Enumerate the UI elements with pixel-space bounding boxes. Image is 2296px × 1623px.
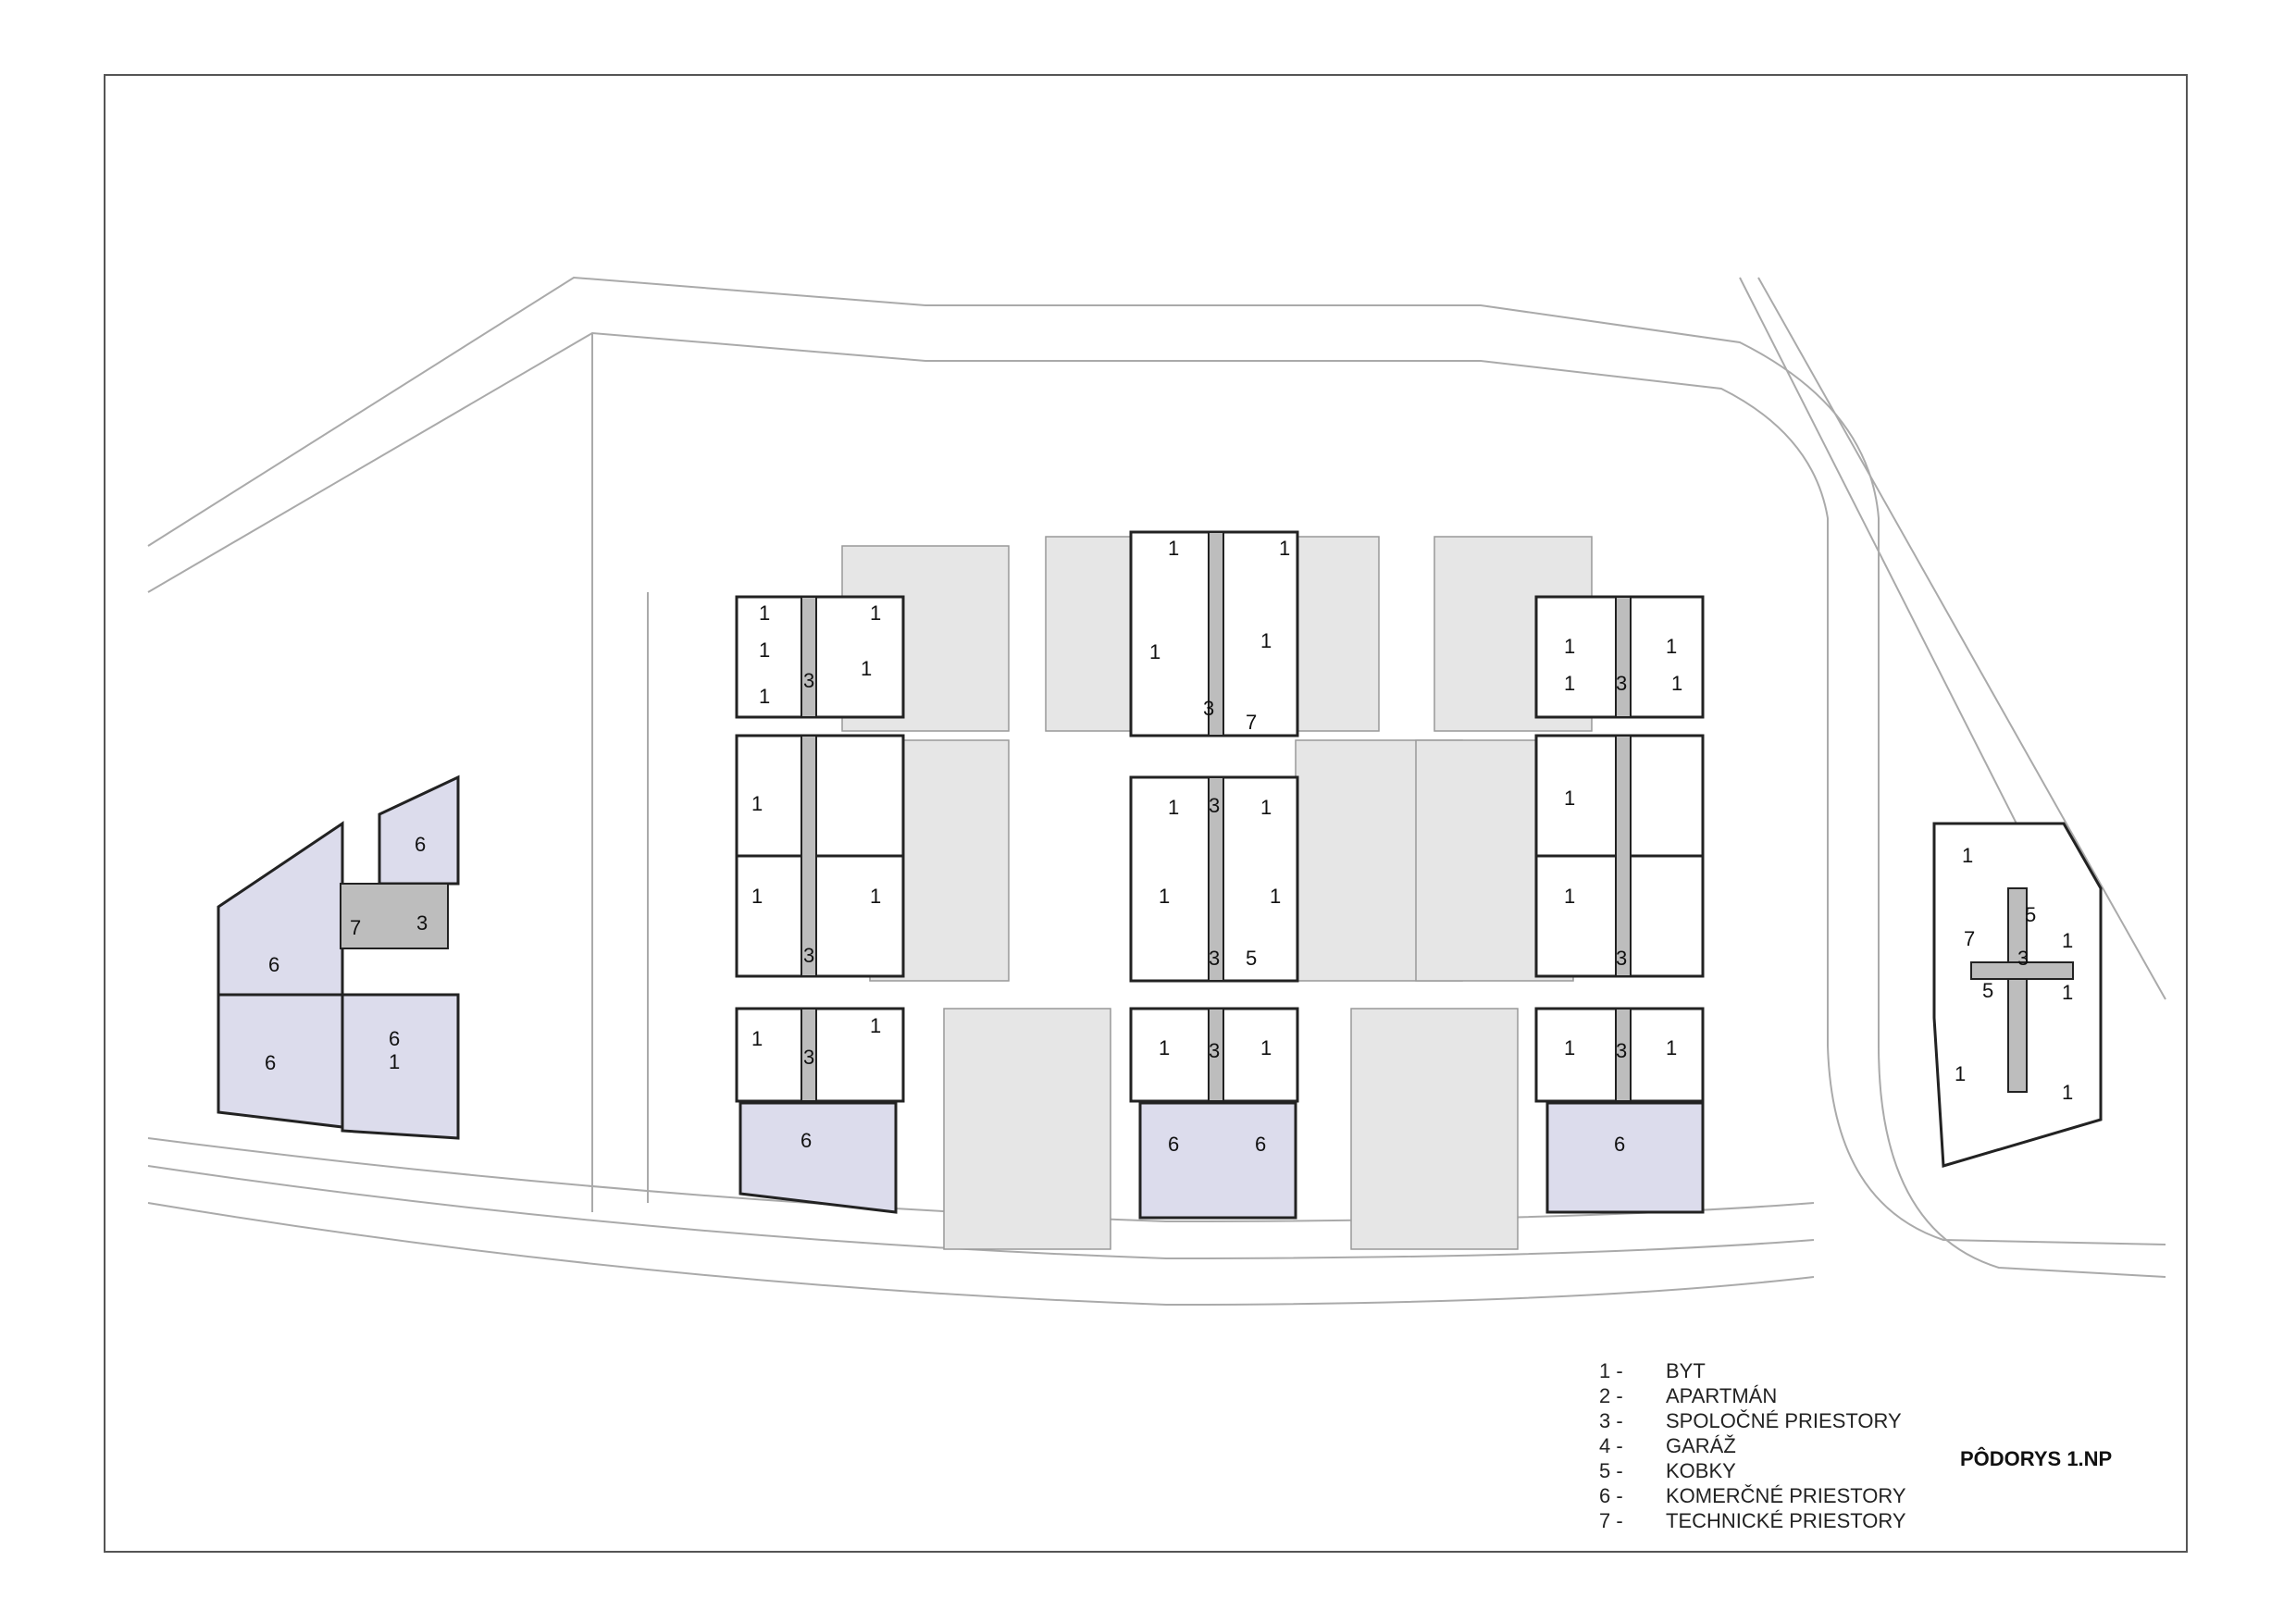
room-label-technicke: 7 xyxy=(1246,711,1257,734)
legend-label: KOMERČNÉ PRIESTORY xyxy=(1666,1484,1906,1507)
room-label-byt: 1 xyxy=(870,885,881,908)
room-label-byt: 1 xyxy=(1270,885,1281,908)
room-label-byt: 1 xyxy=(1666,1036,1677,1059)
legend-item: 4 - GARÁŽ xyxy=(1599,1433,1906,1458)
room-label-byt: 1 xyxy=(1149,640,1160,663)
legend-num: 6 - xyxy=(1599,1484,1623,1507)
room-label-byt: 1 xyxy=(1260,796,1272,819)
legend-num: 3 - xyxy=(1599,1409,1623,1432)
room-label-komercne: 6 xyxy=(800,1129,812,1152)
room-label-komercne: 6 xyxy=(1168,1133,1179,1156)
room-label-byt: 1 xyxy=(2062,1081,2073,1104)
room-label-byt: 1 xyxy=(751,1027,763,1050)
room-label-komercne: 6 xyxy=(265,1051,276,1074)
room-label-byt: 1 xyxy=(1962,844,1973,867)
room-label-spolocne: 3 xyxy=(1209,794,1220,817)
room-label-byt: 1 xyxy=(1564,787,1575,810)
room-label-byt: 1 xyxy=(870,1014,881,1037)
room-label-byt: 1 xyxy=(1279,537,1290,560)
room-label-byt: 1 xyxy=(861,657,872,680)
legend-label: APARTMÁN xyxy=(1666,1384,1778,1407)
circulation-cores xyxy=(340,531,2074,1102)
room-label-spolocne: 3 xyxy=(1616,1039,1627,1062)
room-label-byt: 1 xyxy=(1564,885,1575,908)
commercial-spaces xyxy=(217,774,1705,1220)
room-label-byt: 1 xyxy=(1260,629,1272,652)
room-label-byt: 1 xyxy=(751,885,763,908)
room-label-komercne: 6 xyxy=(415,833,426,856)
room-label-spolocne: 3 xyxy=(803,669,814,692)
room-label-byt: 1 xyxy=(1955,1062,1966,1085)
room-label-spolocne: 3 xyxy=(803,944,814,967)
room-label-komercne: 6 xyxy=(389,1027,400,1050)
room-label-komercne: 6 xyxy=(1614,1133,1625,1156)
legend-label: GARÁŽ xyxy=(1666,1434,1736,1457)
room-label-komercne: 6 xyxy=(268,953,279,976)
room-label-byt: 1 xyxy=(1168,796,1179,819)
room-label-kobky: 5 xyxy=(1246,947,1257,970)
room-label-byt: 1 xyxy=(759,601,770,625)
room-label-byt: 1 xyxy=(1564,672,1575,695)
room-label-byt: 1 xyxy=(759,685,770,708)
legend-item: 3 - SPOLOČNÉ PRIESTORY xyxy=(1599,1408,1906,1433)
room-label-spolocne: 3 xyxy=(1209,947,1220,970)
legend-label: KOBKY xyxy=(1666,1459,1736,1482)
room-label-byt: 1 xyxy=(1168,537,1179,560)
legend-item: 1 - BYT xyxy=(1599,1358,1906,1383)
legend-num: 4 - xyxy=(1599,1434,1623,1457)
legend-item: 6 - KOMERČNÉ PRIESTORY xyxy=(1599,1483,1906,1508)
legend: 1 - BYT 2 - APARTMÁN 3 - SPOLOČNÉ PRIESTORY… xyxy=(1599,1358,1906,1533)
room-label-byt: 1 xyxy=(751,792,763,815)
room-label-spolocne: 3 xyxy=(416,911,428,935)
legend-label: SPOLOČNÉ PRIESTORY xyxy=(1666,1409,1902,1432)
drawing-frame xyxy=(104,74,2188,1553)
room-label-spolocne: 3 xyxy=(1209,1039,1220,1062)
room-label-byt: 1 xyxy=(1159,885,1170,908)
room-label-byt: 1 xyxy=(2062,929,2073,952)
room-label-kobky: 5 xyxy=(2025,903,2036,926)
legend-num: 7 - xyxy=(1599,1509,1623,1532)
room-label-byt: 1 xyxy=(1666,635,1677,658)
site-context xyxy=(147,276,2166,1307)
room-label-byt: 1 xyxy=(870,601,881,625)
legend-item: 7 - TECHNICKÉ PRIESTORY xyxy=(1599,1508,1906,1533)
room-label-technicke: 7 xyxy=(350,916,361,939)
room-label-spolocne: 3 xyxy=(1203,697,1214,720)
legend-label: TECHNICKÉ PRIESTORY xyxy=(1666,1509,1906,1532)
room-label-spolocne: 3 xyxy=(1616,672,1627,695)
legend-num: 1 - xyxy=(1599,1359,1623,1382)
room-label-komercne: 6 xyxy=(1255,1133,1266,1156)
room-label-byt: 1 xyxy=(1260,1036,1272,1059)
legend-num: 2 - xyxy=(1599,1384,1623,1407)
legend-item: 2 - APARTMÁN xyxy=(1599,1383,1906,1408)
drawing-title: PÔDORYS 1.NP xyxy=(1960,1447,2113,1470)
room-label-byt: 1 xyxy=(1564,635,1575,658)
room-label-byt: 1 xyxy=(1564,1036,1575,1059)
room-label-spolocne: 3 xyxy=(1616,947,1627,970)
room-labels: 1 1 1 1 1 3 1 1 1 3 1 1 3 6 1 1 1 1 3 7 … xyxy=(265,537,2073,1156)
room-label-byt: 1 xyxy=(389,1050,400,1073)
room-label-byt: 1 xyxy=(2062,981,2073,1004)
legend-label: BYT xyxy=(1666,1359,1706,1382)
room-label-byt: 1 xyxy=(1159,1036,1170,1059)
room-label-spolocne: 3 xyxy=(2017,947,2029,970)
legend-item: 5 - KOBKY xyxy=(1599,1458,1906,1483)
room-label-byt: 1 xyxy=(759,638,770,662)
room-label-spolocne: 3 xyxy=(803,1046,814,1069)
room-label-technicke: 7 xyxy=(1964,927,1975,950)
legend-num: 5 - xyxy=(1599,1459,1623,1482)
room-label-byt: 1 xyxy=(1671,672,1682,695)
room-label-kobky: 5 xyxy=(1982,979,1993,1002)
